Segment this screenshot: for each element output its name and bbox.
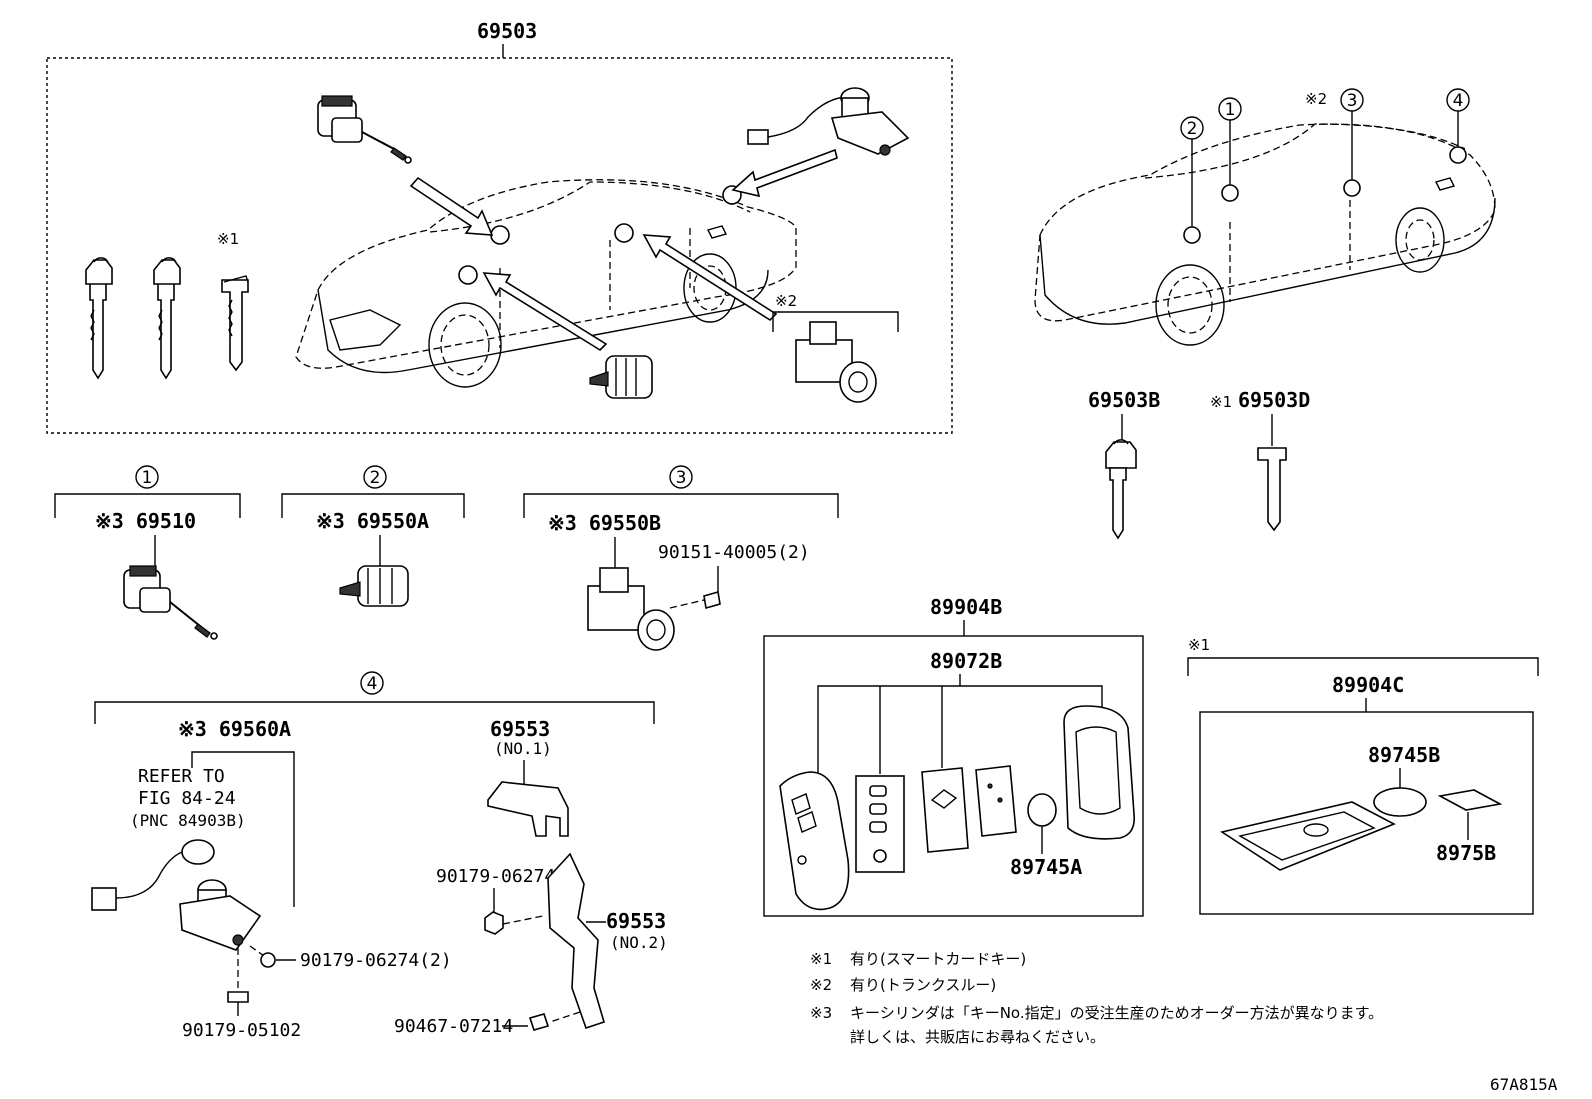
- key-d-label: 69503D: [1238, 388, 1310, 412]
- group2-part-label: ※3 69550A: [316, 509, 429, 533]
- notes-block: ※1 有り(スマートカードキー) ※2 有り(トランクスルー) ※3 キーシリン…: [810, 950, 1383, 1046]
- bracket2-label: 69553: [606, 909, 666, 933]
- transmitter-set: 89904B 89072B 89745A: [763, 595, 1144, 917]
- transmitter-label: 89072B: [930, 649, 1002, 673]
- group-1: 1 ※3 69510: [54, 465, 241, 640]
- card-set-box: [1199, 711, 1534, 915]
- group-3: 3 ※3 69550B 90151-40005(2): [523, 465, 839, 651]
- group1-part-label: ※3 69510: [95, 509, 196, 533]
- key-b-label: 69503B: [1088, 388, 1160, 412]
- transmitter-set-label: 89904B: [930, 595, 1002, 619]
- assembly-arrows: [409, 148, 838, 352]
- bolt-b-label: 90179-05102: [182, 1020, 301, 1041]
- main-assembly-label: 69503: [477, 19, 537, 43]
- location-view: ※2 1 2 3 4: [1034, 88, 1496, 346]
- location-circle-4: 4: [1446, 88, 1470, 150]
- nut-label: 90179-06274: [436, 866, 555, 887]
- group-2: 2 ※3 69550A: [281, 465, 465, 607]
- group-4: 4 ※3 69560A REFER TO FIG 84-24 (PNC 8490…: [91, 671, 668, 1041]
- smart-key-illustration: ※1: [217, 230, 249, 372]
- bracket2-no-label: (NO.2): [610, 933, 668, 952]
- group4-part-label: ※3 69560A: [178, 717, 291, 741]
- card-set: ※1 89904C 89745B 8975B: [1187, 636, 1539, 915]
- card-sticker-label: 8975B: [1436, 841, 1496, 865]
- bolt-a-label: 90179-06274(2): [300, 950, 452, 971]
- refer-line2: FIG 84-24: [138, 788, 236, 809]
- refer-line3: (PNC 84903B): [130, 811, 246, 830]
- main-assembly-group: 69503 ※1: [46, 19, 953, 434]
- svg-text:4: 4: [367, 674, 378, 694]
- bracket1-label: 69553: [490, 717, 550, 741]
- note-1-mark: ※1: [810, 950, 832, 968]
- mark-note2-label: ※2: [775, 292, 797, 310]
- svg-text:3: 3: [676, 468, 687, 488]
- note-4-text: 詳しくは、共販店にお尋ねください。: [850, 1028, 1105, 1046]
- trunk-cylinder-illustration: ※2: [772, 292, 899, 403]
- location-circle-2: 2: [1180, 116, 1204, 232]
- main-assembly-box: [46, 57, 953, 434]
- refer-line1: REFER TO: [138, 766, 225, 787]
- note-1-text: 有り(スマートカードキー): [850, 950, 1026, 968]
- key-69503D: ※1 69503D: [1210, 388, 1310, 532]
- battery-a-label: 89745A: [1010, 855, 1082, 879]
- key-illustration-2: [153, 257, 181, 380]
- mark-note1-label: ※1: [217, 230, 239, 248]
- note-2-mark: ※2: [810, 976, 832, 994]
- location-mark-note2: ※2: [1305, 90, 1327, 108]
- svg-text:3: 3: [1347, 91, 1358, 111]
- figure-id: 67A815A: [1490, 1075, 1558, 1094]
- note-3-text: キーシリンダは「キーNo.指定」の受注生産のためオーダー方法が異なります。: [850, 1004, 1383, 1022]
- note-3-mark: ※3: [810, 1004, 832, 1022]
- bolt-c-label: 90467-07214: [394, 1016, 513, 1037]
- glove-box-cylinder-illustration: [589, 355, 653, 399]
- svg-text:2: 2: [1187, 119, 1198, 139]
- note-2-text: 有り(トランクスルー): [850, 976, 996, 994]
- key-d-note: ※1: [1210, 393, 1232, 411]
- svg-text:4: 4: [1453, 91, 1464, 111]
- location-circle-3: 3: [1340, 88, 1364, 185]
- svg-text:1: 1: [142, 468, 153, 488]
- group3-part-label: ※3 69550B: [548, 511, 661, 535]
- transmitter-set-box: [763, 635, 1144, 917]
- key-69503B: 69503B: [1088, 388, 1160, 540]
- key-illustration-1: [85, 257, 113, 380]
- card-set-label: 89904C: [1332, 673, 1404, 697]
- door-lock-cylinder-illustration: [747, 87, 910, 156]
- group3-screw-label: 90151-40005(2): [658, 542, 810, 563]
- location-circle-1: 1: [1218, 97, 1242, 190]
- svg-text:2: 2: [370, 468, 381, 488]
- svg-text:1: 1: [1225, 100, 1236, 120]
- battery-b-label: 89745B: [1368, 743, 1440, 767]
- bracket1-no-label: (NO.1): [494, 739, 552, 758]
- ignition-cylinder-illustration: [317, 95, 412, 164]
- card-note-label: ※1: [1188, 636, 1210, 654]
